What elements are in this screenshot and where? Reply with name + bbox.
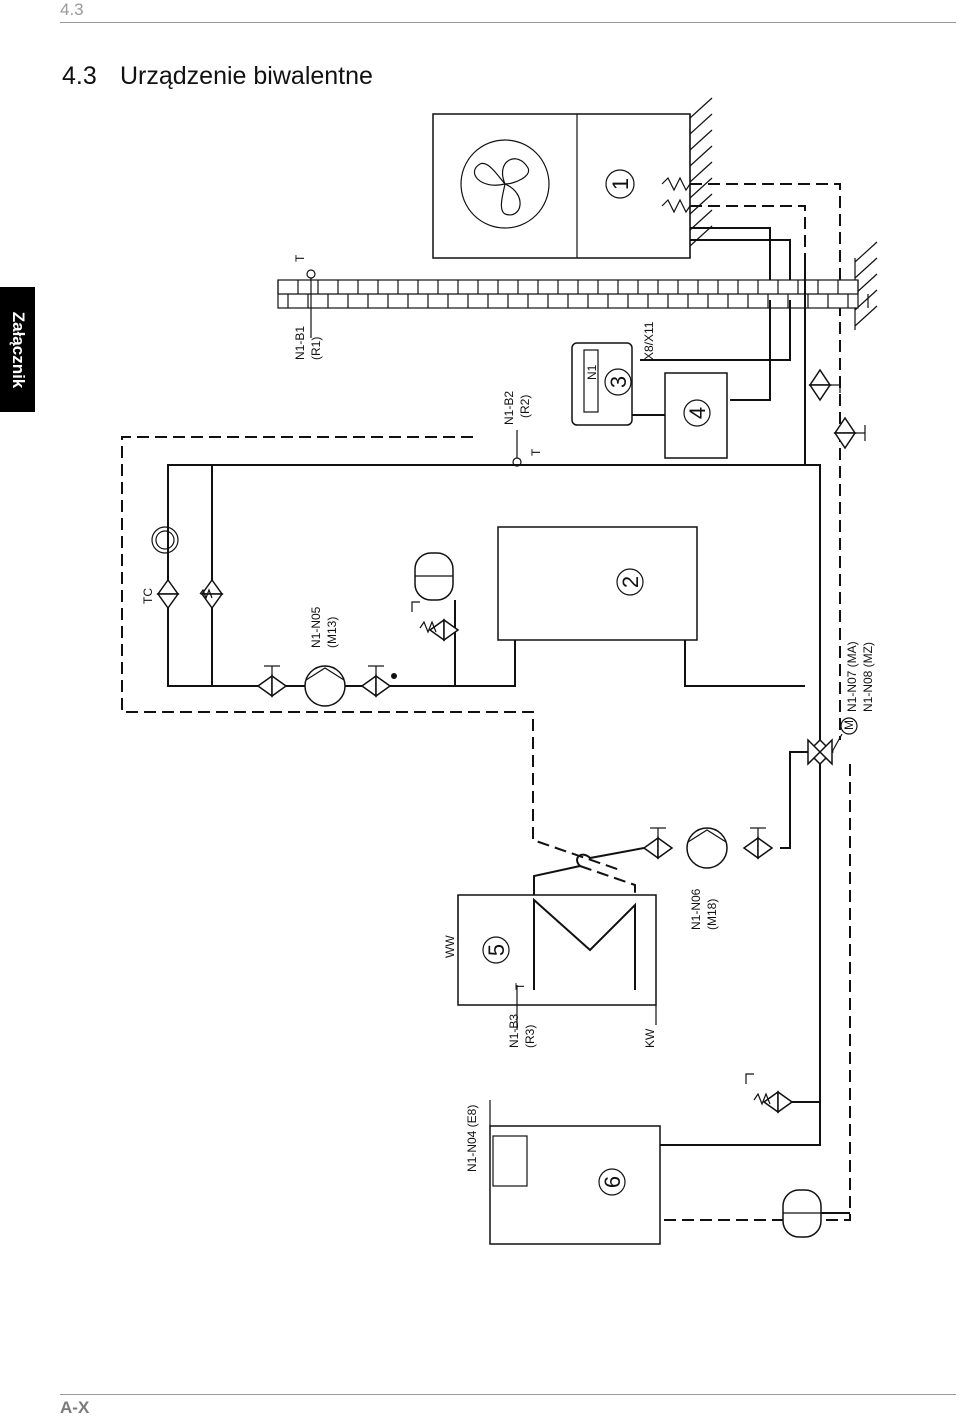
component-4-box (664, 372, 728, 459)
shutoff-valve-1 (808, 368, 841, 402)
header-section: 4.3 (60, 0, 84, 19)
b3-name-label: N1-B3 (507, 1014, 521, 1048)
component-5-label: 5 (484, 944, 509, 956)
ww-label: WW (443, 935, 457, 958)
footer-page: A-X (60, 1398, 90, 1417)
dhw-coil (533, 897, 636, 990)
n05-code-label: (M13) (325, 617, 339, 648)
b2-code-label: (R2) (518, 395, 532, 418)
b1-code-label: (R1) (309, 337, 323, 360)
overflow-valve (199, 578, 224, 610)
tc-label: TC (141, 588, 155, 604)
n05-name-label: N1-N05 (309, 606, 323, 648)
dashed-control-line-right (690, 183, 841, 740)
buffer-tank-2 (497, 526, 698, 641)
b1-t-label: T (293, 254, 307, 262)
x8-label: X8/X11 (642, 321, 656, 360)
dhw-supply (780, 751, 808, 849)
b2-name-label: N1-B2 (502, 391, 516, 425)
heat-pump-housing (432, 113, 691, 259)
room-thermostat-icon (151, 526, 179, 554)
controller-display (583, 349, 599, 413)
title-text: Urządzenie biwalentne (120, 62, 373, 90)
n07-label: N1-N07 (MA) (845, 641, 859, 712)
valve-n05-left (256, 665, 288, 698)
buffer-return (684, 640, 805, 687)
component-4-marker (683, 399, 711, 427)
wiring-to-3 (640, 300, 791, 361)
b3-code-label: (R3) (523, 1025, 537, 1048)
heating-after-pump (340, 640, 516, 687)
n04-label: N1-N04 (E8) (465, 1105, 479, 1172)
boiler-6 (489, 1125, 661, 1245)
side-tab[interactable]: Załącznik (0, 287, 35, 412)
circulation-pump-n06-icon (686, 827, 728, 869)
b2-t-label: T (529, 448, 543, 456)
b3-t-label: T (513, 982, 527, 990)
component-2-marker (616, 568, 644, 596)
fan-icon (474, 158, 530, 216)
supply-pipe (804, 258, 821, 740)
n06-name-label: N1-N06 (689, 888, 703, 930)
dhw-tank-5 (457, 894, 657, 1006)
title-number: 4.3 (62, 62, 97, 90)
dashed-heating-return (121, 436, 621, 871)
controller-3-box (571, 342, 633, 426)
component-3-label: 3 (606, 376, 631, 388)
n08-label: N1-N08 (MZ) (861, 642, 875, 712)
n1-label: N1 (585, 364, 599, 380)
component-2-label: 2 (618, 576, 643, 588)
three-way-valve (806, 738, 834, 766)
footer-divider (60, 1394, 956, 1395)
kw-label: KW (643, 1028, 657, 1048)
safety-valve-2 (745, 1073, 794, 1114)
component-3-marker (604, 368, 632, 396)
n06-code-label: (M18) (705, 899, 719, 930)
sensor-b1-icon (306, 269, 316, 279)
component-5-marker (482, 936, 510, 964)
brick-wall (277, 279, 869, 309)
dashed-control-line-2 (690, 205, 806, 258)
component-6-marker (598, 1168, 626, 1196)
component-1-marker (605, 169, 635, 199)
wall-hatch (689, 97, 713, 258)
component-6-label: 6 (600, 1176, 625, 1188)
b1-name-label: N1-B1 (293, 326, 307, 360)
motor-label: M (842, 720, 856, 730)
heating-supply-pipe (167, 464, 805, 687)
valve-n06-right (742, 827, 774, 860)
shutoff-valve-2 (833, 416, 866, 450)
tc-valve (156, 578, 180, 610)
heat-pump-unit: 1 (432, 113, 691, 259)
safety-valve-1 (411, 601, 460, 642)
dhw-coil-supply (533, 847, 645, 990)
circulation-pump-n05-icon (304, 665, 346, 707)
fan-ring-icon (460, 139, 550, 229)
coil-connectors (661, 176, 691, 214)
valve-n05-right (360, 665, 392, 698)
boiler-display (492, 1135, 528, 1187)
wiring-line-a (690, 227, 771, 300)
page-title: 4.3 Urządzenie biwalentne (62, 62, 373, 91)
header-divider (60, 22, 956, 23)
wiring-to-4 (730, 300, 771, 401)
motor-icon (840, 717, 858, 735)
component-1-label: 1 (608, 178, 633, 190)
valve-n06-left (642, 827, 674, 860)
component-4-label: 4 (685, 407, 710, 419)
